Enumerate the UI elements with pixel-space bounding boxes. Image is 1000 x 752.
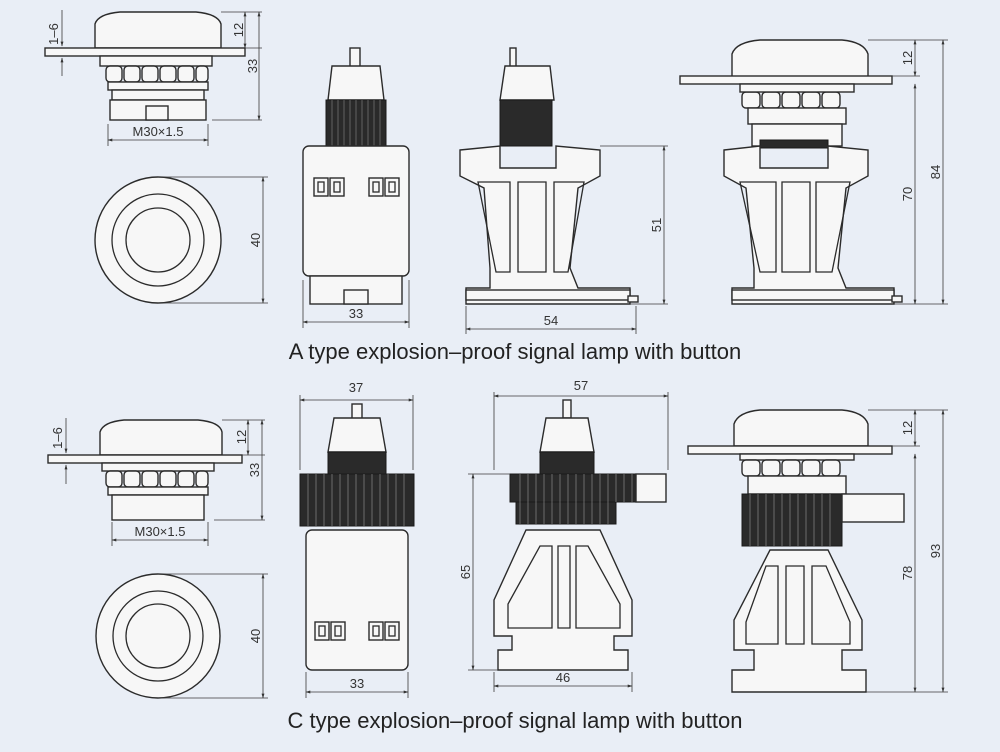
a-front-width-dim: 33 [349, 306, 363, 321]
a-assembly-mount-dim: 70 [900, 187, 915, 201]
c-diameter-dim: 40 [248, 629, 263, 643]
a-type-caption: A type explosion–proof signal lamp with … [288, 339, 742, 364]
c-side-top-width-dim: 57 [574, 378, 588, 393]
c-thread-dim: M30×1.5 [135, 524, 186, 539]
c-head-front-view: 40 [95, 573, 268, 699]
c-cap-height-dim: 12 [234, 430, 249, 444]
a-assembly-view: 12 70 84 [679, 39, 948, 305]
c-assembly-view: 12 78 93 [687, 409, 948, 693]
c-total-height-dim: 33 [247, 463, 262, 477]
a-front-view: 33 [302, 47, 410, 328]
c-front-width-dim: 33 [350, 676, 364, 691]
a-assembly-cap-dim: 12 [900, 51, 915, 65]
c-front-top-width-dim: 37 [349, 380, 363, 395]
a-head-side-view: 1–6 12 33 M30×1.5 [44, 10, 262, 146]
a-side-height-dim: 51 [649, 218, 664, 232]
a-total-height-dim: 33 [245, 59, 260, 73]
a-head-front-view: 40 [94, 176, 268, 304]
a-side-view: 51 54 [459, 47, 668, 334]
c-type-caption: C type explosion–proof signal lamp with … [287, 708, 743, 733]
a-diameter-dim: 40 [248, 233, 263, 247]
a-gap-dim-label: 1–6 [46, 23, 61, 45]
c-assembly-cap-dim: 12 [900, 421, 915, 435]
c-side-base-width-dim: 46 [556, 670, 570, 685]
a-cap-height-dim: 12 [231, 23, 246, 37]
c-assembly-total-dim: 93 [928, 544, 943, 558]
a-assembly-total-dim: 84 [928, 165, 943, 179]
a-thread-dim: M30×1.5 [133, 124, 184, 139]
c-front-view: 37 33 [299, 380, 415, 698]
c-side-height-dim: 65 [458, 565, 473, 579]
c-assembly-mount-dim: 78 [900, 566, 915, 580]
c-side-view: 57 65 46 [458, 378, 669, 692]
a-side-width-dim: 54 [544, 313, 558, 328]
c-head-side-view: 1–6 12 33 M30×1.5 [47, 418, 265, 546]
c-gap-dim-label: 1–6 [50, 427, 65, 449]
